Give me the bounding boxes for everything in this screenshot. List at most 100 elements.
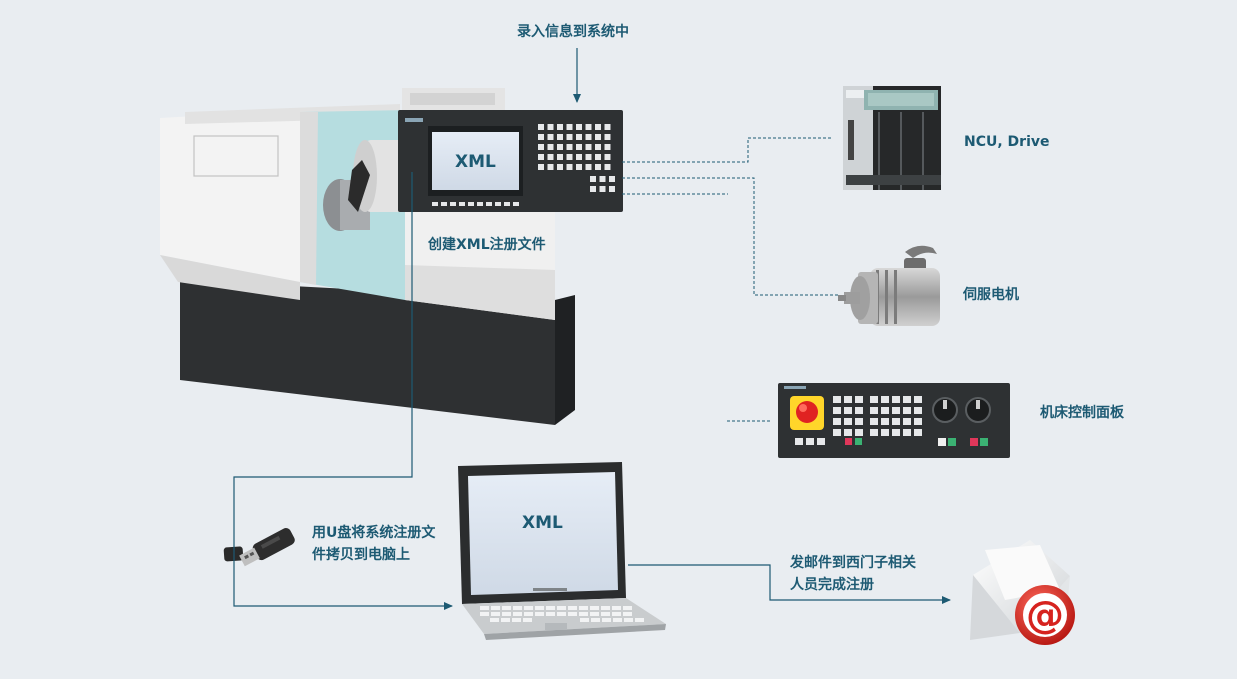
- mcp-key: [844, 429, 852, 436]
- laptop-key: [568, 612, 577, 616]
- panel-key: [538, 134, 544, 140]
- mcp-key: [903, 429, 911, 436]
- softkey: [459, 202, 465, 206]
- laptop-key: [557, 612, 566, 616]
- panel-key: [547, 164, 554, 170]
- panel-key: [538, 164, 544, 170]
- panel-key: [595, 164, 601, 170]
- softkey: [441, 202, 447, 206]
- machine-control-panel-icon: [778, 383, 1010, 458]
- ncu-drive-label: NCU, Drive: [964, 134, 1050, 150]
- panel-key: [557, 154, 563, 160]
- panel-key: [557, 144, 563, 150]
- laptop-key: [635, 618, 644, 622]
- panel-key: [585, 154, 592, 160]
- email-label-line2: 人员完成注册: [790, 577, 874, 593]
- laptop-key: [523, 618, 532, 622]
- panel-key: [609, 186, 615, 192]
- laptop-key: [602, 618, 611, 622]
- usb-label-line1: 用U盘将系统注册文: [312, 525, 436, 541]
- laptop-key: [535, 612, 544, 616]
- machine-screen-text: XML: [455, 152, 496, 172]
- servo-motor-label: 伺服电机: [963, 287, 1019, 303]
- mcp-key: [855, 407, 863, 414]
- panel-key: [595, 124, 601, 130]
- lathe-machine-icon: [160, 88, 623, 425]
- laptop-screen-text: XML: [522, 513, 563, 533]
- laptop-key: [580, 618, 589, 622]
- panel-key: [576, 124, 582, 130]
- connector-lines: [233, 48, 951, 610]
- laptop-key: [624, 618, 633, 622]
- laptop-icon: [458, 462, 666, 640]
- mcp-key: [855, 418, 863, 425]
- laptop-key: [557, 606, 566, 610]
- softkey: [495, 202, 501, 206]
- laptop-key: [524, 612, 533, 616]
- panel-key: [538, 154, 544, 160]
- laptop-key: [613, 618, 622, 622]
- panel-key: [604, 164, 611, 170]
- laptop-key: [590, 612, 599, 616]
- mcp-key: [833, 396, 841, 403]
- panel-key: [585, 144, 592, 150]
- laptop-key: [623, 606, 632, 610]
- mcp-key: [806, 438, 814, 445]
- panel-key: [566, 154, 573, 160]
- panel-key: [547, 134, 554, 140]
- top-instruction-label: 录入信息到系统中: [517, 24, 629, 40]
- mcp-key: [914, 429, 922, 436]
- laptop-key: [491, 612, 500, 616]
- mcp-key: [914, 407, 922, 414]
- laptop-key: [612, 606, 621, 610]
- laptop-key: [579, 612, 588, 616]
- laptop-key: [480, 606, 489, 610]
- panel-key: [547, 144, 554, 150]
- laptop-key: [513, 606, 522, 610]
- mcp-key: [855, 396, 863, 403]
- mcp-key: [833, 407, 841, 414]
- laptop-key: [546, 606, 555, 610]
- panel-key: [576, 164, 582, 170]
- email-icon: @: [970, 540, 1075, 645]
- panel-key: [576, 144, 582, 150]
- panel-key: [566, 144, 573, 150]
- mcp-key: [881, 407, 889, 414]
- laptop-key: [480, 612, 489, 616]
- panel-key: [557, 164, 563, 170]
- panel-key: [595, 154, 601, 160]
- ncu-drive-icon: [843, 86, 941, 190]
- laptop-key: [601, 606, 610, 610]
- panel-key: [609, 176, 615, 182]
- mcp-key: [903, 407, 911, 414]
- email-label-line1: 发邮件到西门子相关: [790, 555, 916, 571]
- machine-control-panel-label: 机床控制面板: [1040, 405, 1124, 421]
- laptop-key: [590, 606, 599, 610]
- panel-key: [585, 134, 592, 140]
- laptop-key: [601, 612, 610, 616]
- panel-key: [576, 154, 582, 160]
- mcp-key: [844, 407, 852, 414]
- panel-key: [585, 124, 592, 130]
- mcp-key: [892, 407, 900, 414]
- laptop-key: [612, 612, 621, 616]
- mcp-key: [892, 429, 900, 436]
- softkey: [432, 202, 438, 206]
- mcp-key: [881, 418, 889, 425]
- laptop-key: [502, 606, 511, 610]
- panel-key: [547, 124, 554, 130]
- laptop-key: [546, 612, 555, 616]
- mcp-key: [817, 438, 825, 445]
- create-xml-label: 创建XML注册文件: [428, 237, 546, 253]
- panel-key: [599, 176, 606, 182]
- mcp-key: [795, 438, 803, 445]
- mcp-key: [870, 429, 878, 436]
- panel-key: [604, 134, 611, 140]
- panel-key: [604, 124, 611, 130]
- mcp-key: [833, 418, 841, 425]
- softkey: [486, 202, 492, 206]
- laptop-key: [591, 618, 600, 622]
- mcp-key: [844, 418, 852, 425]
- panel-key: [557, 124, 563, 130]
